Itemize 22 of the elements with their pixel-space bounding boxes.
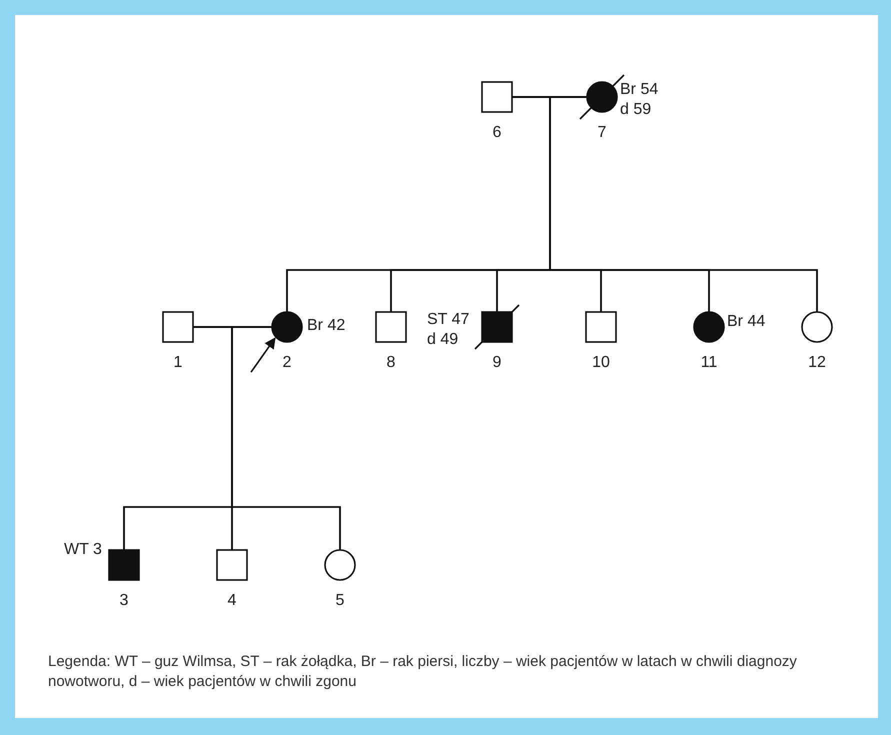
individual-number: 12: [808, 354, 826, 372]
individual-number: 10: [592, 354, 610, 372]
individual-number: 7: [598, 124, 606, 142]
legend-note: Legenda: WT – guz Wilmsa, ST – rak żołądka, Br – rak piersi, liczby – wiek pacjentów w latach w chwili diagnozy nowotworu, d – wiek pacjentów w chwili zgonu: [48, 652, 798, 692]
individual-number: 1: [174, 354, 182, 372]
individual-number: 2: [282, 354, 292, 372]
diagnosis-age: Br 42: [307, 317, 346, 335]
individual-number: 4: [228, 592, 236, 610]
diagnosis-age: WT 3: [64, 541, 102, 559]
diagnosis-age: Br 44: [727, 313, 766, 331]
individual-number: 6: [492, 124, 502, 142]
individual-number: 5: [336, 592, 344, 610]
individual-number: 8: [386, 354, 396, 372]
diagnosis-age: Br 54: [620, 81, 658, 99]
descent-line: [231, 326, 341, 550]
individual-number: 11: [700, 354, 718, 372]
death-age: d 49: [427, 331, 458, 349]
proband-arrow: [250, 337, 276, 373]
diagnosis-age: ST 47: [427, 311, 470, 329]
individual-number: 9: [492, 354, 502, 372]
death-age: d 59: [620, 101, 652, 119]
individual-number: 3: [120, 592, 128, 610]
